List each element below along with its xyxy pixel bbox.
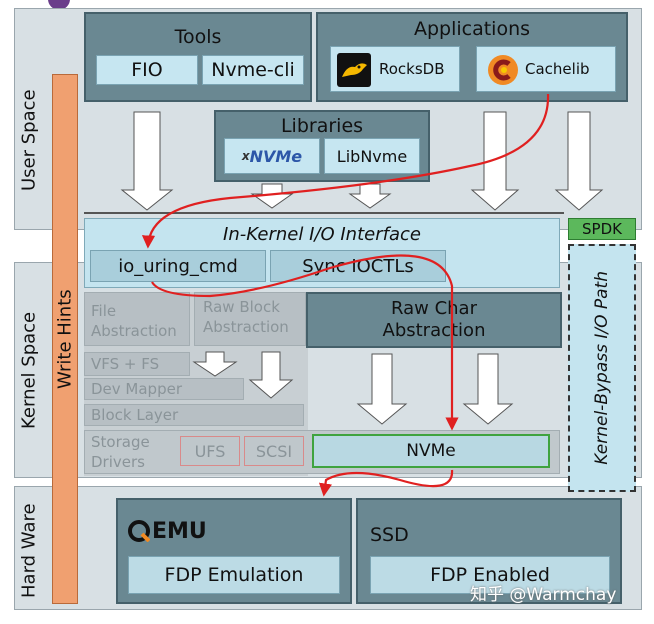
libnvme-box: LibNvme bbox=[324, 138, 420, 174]
user-space-label: User Space bbox=[18, 89, 40, 191]
tools-title: Tools bbox=[174, 26, 222, 48]
ssd-title: SSD bbox=[370, 524, 409, 546]
cachelib-label: Cachelib bbox=[525, 60, 590, 78]
kernel-bypass-label: Kernel-Bypass I/O Path bbox=[592, 271, 612, 465]
top-circle-fragment bbox=[48, 0, 70, 10]
fio-box: FIO bbox=[96, 55, 198, 85]
raw-block-box: Raw Block Abstraction bbox=[194, 292, 306, 346]
fdp-enabled-box: FDP Enabled bbox=[370, 556, 610, 594]
nvme-driver-box: NVMe bbox=[312, 434, 550, 468]
dev-mapper-box: Dev Mapper bbox=[84, 378, 244, 400]
kernel-space-label: Kernel Space bbox=[18, 311, 40, 429]
ufs-box: UFS bbox=[180, 436, 240, 466]
libraries-title: Libraries bbox=[280, 115, 364, 137]
storage-drivers-label: Storage Drivers bbox=[91, 433, 150, 471]
vfs-fs-box: VFS + FS bbox=[84, 352, 190, 376]
spdk-box: SPDK bbox=[568, 218, 636, 240]
rocksdb-label: RocksDB bbox=[379, 60, 445, 78]
qemu-logo: EMU bbox=[128, 516, 207, 546]
block-layer-label: Block Layer bbox=[91, 406, 179, 424]
dev-mapper-label: Dev Mapper bbox=[91, 380, 182, 398]
xnvme-label: NVMe bbox=[249, 146, 303, 166]
in-kernel-io-title: In-Kernel I/O Interface bbox=[223, 223, 421, 245]
raw-block-label: Raw Block Abstraction bbox=[203, 298, 289, 336]
write-hints-bar: Write Hints bbox=[52, 74, 78, 604]
qemu-logo-icon bbox=[128, 520, 151, 543]
rocksdb-logo-icon bbox=[337, 53, 371, 87]
raw-char-box: Raw Char Abstraction bbox=[306, 292, 562, 348]
raw-char-label: Raw Char Abstraction bbox=[382, 298, 486, 341]
rocksdb-box: RocksDB bbox=[330, 46, 460, 92]
cachelib-box: Cachelib bbox=[476, 46, 616, 92]
nvme-cli-box: Nvme-cli bbox=[202, 55, 304, 85]
file-abstraction-box: File Abstraction bbox=[84, 292, 190, 346]
fdp-emulation-box: FDP Emulation bbox=[128, 556, 340, 594]
file-abstraction-label: File Abstraction bbox=[91, 302, 177, 340]
watermark: 知乎 @Warmchay bbox=[470, 585, 617, 605]
user-kernel-divider bbox=[84, 212, 564, 214]
cachelib-logo-icon bbox=[487, 54, 519, 86]
vfs-fs-label: VFS + FS bbox=[91, 355, 160, 373]
kernel-bypass-box: Kernel-Bypass I/O Path bbox=[568, 244, 636, 492]
write-hints-label: Write Hints bbox=[54, 289, 76, 389]
io-uring-cmd-box: io_uring_cmd bbox=[90, 250, 266, 282]
qemu-logo-text: EMU bbox=[152, 518, 207, 544]
xnvme-prefix: x bbox=[241, 149, 250, 163]
applications-title: Applications bbox=[413, 18, 531, 40]
scsi-box: SCSI bbox=[244, 436, 304, 466]
block-layer-box: Block Layer bbox=[84, 404, 304, 426]
sync-ioctls-box: Sync IOCTLs bbox=[270, 250, 446, 282]
hardware-label: Hard Ware bbox=[18, 503, 40, 599]
